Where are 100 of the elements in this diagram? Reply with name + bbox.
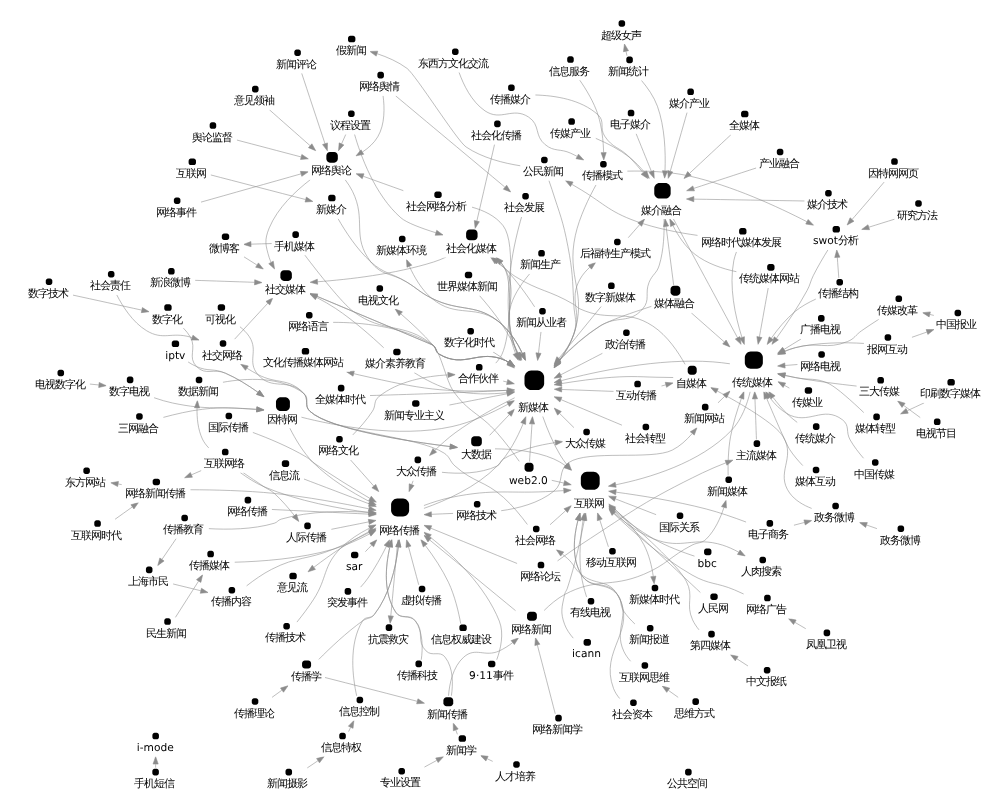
arrow [359,539,389,588]
arrow [751,391,757,440]
arrow [347,720,354,732]
arrow [553,386,613,393]
arrow [440,439,562,474]
arrow [71,294,149,313]
arrow [685,167,756,192]
arrow [668,218,736,272]
arrow [209,174,313,203]
arrow [152,397,264,413]
arrow [242,256,263,270]
arrow [422,487,571,506]
arrow [833,249,840,279]
arrow [528,416,534,462]
arrow [349,459,379,492]
arrow [533,637,555,715]
arrow [419,539,460,624]
arrow [354,95,384,157]
arrow [242,472,299,522]
arrow [726,391,744,476]
arrow [730,251,744,345]
arrow [115,294,199,341]
arrow [199,171,308,203]
arrow [660,685,678,698]
arrow [660,382,673,388]
arrow [479,755,492,762]
arrow [578,79,606,161]
arrow [858,522,877,529]
arrow [422,511,453,518]
arrow [451,722,458,735]
arrow [755,287,768,345]
arrow [555,549,623,699]
arrow [899,402,924,415]
arrow [682,134,731,179]
arrow [156,538,176,566]
arrow [550,479,571,486]
arrow [394,95,510,193]
arrow [860,218,894,230]
arrow [330,519,376,530]
arrow [776,381,789,389]
arrow [423,756,443,768]
arrow [404,539,418,586]
arrow [299,400,514,432]
arrow [174,574,202,618]
arrow [457,72,583,161]
arrow [607,391,750,488]
arrow [765,298,816,345]
arrow [488,408,514,436]
arrow [552,396,622,426]
arrow [776,372,856,387]
arrow [428,397,514,456]
arrow [182,327,264,397]
arrow [306,756,324,769]
arrow [264,179,310,270]
arrow [622,43,628,56]
arrow [552,407,574,428]
arrow [151,756,158,768]
arrow [300,72,327,152]
arrow [896,400,920,418]
arrow [564,180,697,236]
arrow [776,362,797,369]
arrow [845,181,884,226]
arrow [729,654,748,667]
arrow [407,480,414,492]
arrow [716,390,730,404]
arrow [353,134,443,236]
arrow [552,360,730,384]
arrow [787,618,806,629]
arrow [921,311,934,318]
arrow [171,583,208,594]
arrow [662,218,673,286]
arrow [238,326,457,450]
arrow [385,539,452,697]
arrow [337,134,346,151]
arrow [364,539,377,552]
arrow [233,297,273,340]
arrow [113,502,138,520]
arrow [596,512,608,548]
arrow [767,391,797,423]
arrow [109,481,121,487]
arrow [910,329,934,338]
arrow [251,432,376,503]
arrow [770,249,828,345]
arrow [666,112,687,179]
arrow [534,331,541,361]
arrow [548,505,571,526]
arrow [385,539,422,661]
arrow [235,139,308,160]
arrow [354,173,403,191]
arrow [672,218,741,345]
arrow [501,379,514,385]
arrow [183,470,201,479]
arrow [193,279,262,286]
arrow [268,109,315,151]
arrow [368,50,520,167]
arrow [351,372,455,436]
arrow [626,218,644,238]
arrow [323,677,424,705]
arrow [186,361,264,397]
arrow [776,338,801,354]
